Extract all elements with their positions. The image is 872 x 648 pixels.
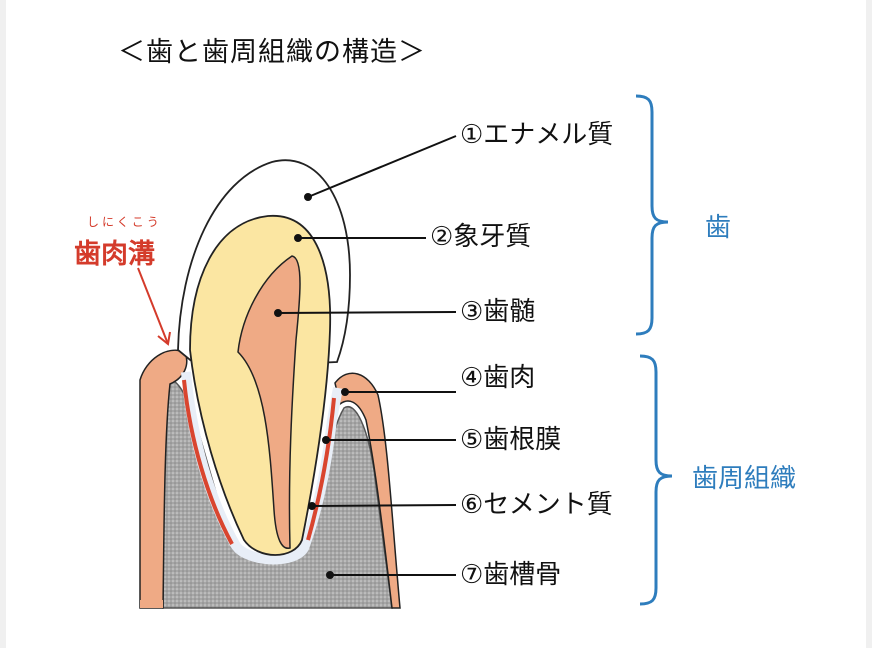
gingiva-base-shape [140,600,163,608]
pulp-shape [237,255,301,549]
cementum-shape [182,379,234,545]
label-enamel: ①エナメル質 [460,120,614,150]
leader-lines [274,135,457,579]
diagram-title: ＜歯と歯周組織の構造＞ [118,37,426,68]
gingival-sulcus-label: 歯肉溝 [74,239,155,270]
frame-left [0,0,6,648]
label-pulp: ③歯髄 [460,297,536,327]
gingiva-right-shape [334,372,401,609]
callout-furigana: しにくこう [87,215,162,229]
label-periodontal-ligament: ⑤歯根膜 [460,425,562,455]
tooth-bracket [635,94,669,336]
group-label-tooth: 歯 [705,213,732,243]
group-label-periodontium: 歯周組織 [692,464,797,494]
cementum-shape-right [306,397,336,541]
periodontium-bracket [639,354,673,606]
label-cementum: ⑥セメント質 [460,490,613,520]
frame-right [866,0,872,648]
label-gingiva: ④歯肉 [460,363,536,393]
label-alveolar-bone: ⑦歯槽骨 [460,560,562,590]
label-dentin: ②象牙質 [430,222,532,252]
gingiva-left-shape [139,349,188,609]
callout-arrow [137,267,171,346]
